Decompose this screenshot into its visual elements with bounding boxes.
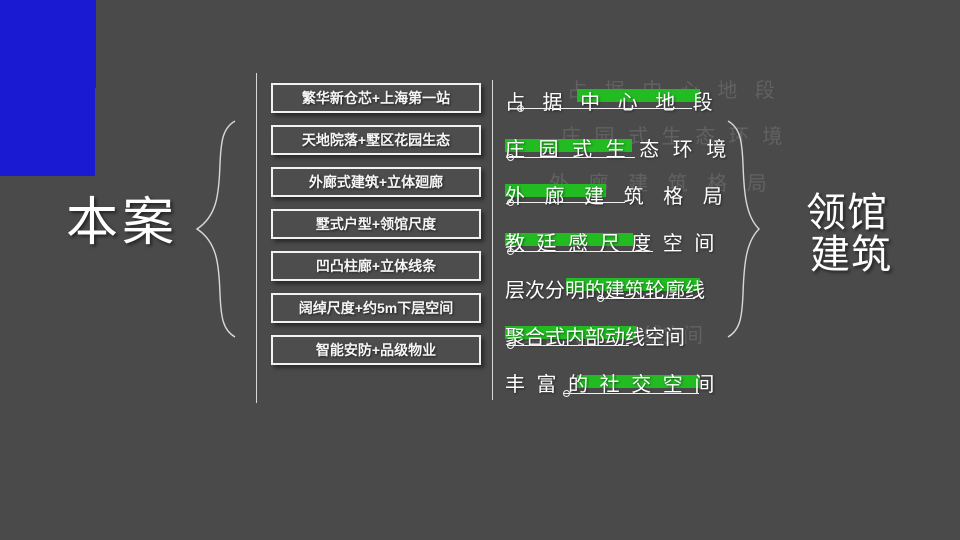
feature-box-label: 阔绰尺度+约5m下层空间 (298, 300, 454, 316)
highlight-marker-dot (507, 342, 514, 349)
highlight-underline (517, 108, 692, 109)
highlight-bar (577, 375, 700, 388)
feature-box[interactable]: 阔绰尺度+约5m下层空间 (271, 293, 481, 323)
feature-box[interactable]: 智能安防+品级物业 (271, 335, 481, 365)
feature-box[interactable]: 外廊式建筑+立体廻廊 (271, 167, 481, 197)
feature-box[interactable]: 天地院落+墅区花园生态 (271, 125, 481, 155)
right-brace-icon (726, 118, 762, 340)
feature-box[interactable]: 凹凸柱廊+立体线条 (271, 251, 481, 281)
highlight-underline (563, 393, 699, 394)
highlight-label: 外 廊 建 筑 格 局 (505, 186, 730, 208)
highlight-row: 外 廊 建 筑 格 局外 廊 建 筑 格 局 (505, 172, 767, 219)
feature-box[interactable]: 繁华新仓芯+上海第一站 (271, 83, 481, 113)
highlight-label: 丰 富 的 社 交 空 间 (505, 374, 718, 396)
highlight-underline (597, 298, 695, 299)
highlight-marker-dot (507, 248, 514, 255)
highlight-row: 庄 园 式 生 态 环 境庄 园 式 生 态 环 境 (505, 125, 782, 172)
highlight-marker-dot (517, 105, 524, 112)
highlight-row: 层次分明的建筑轮廓线 (505, 266, 720, 313)
highlight-marker-dot (563, 390, 570, 397)
highlight-marker-dot (507, 199, 514, 206)
feature-box-label: 外廊式建筑+立体廻廊 (308, 174, 444, 190)
highlight-line-list: 占 据 中 心 地 段占 据 中 心 地 段庄 园 式 生 态 环 境庄 园 式… (505, 78, 782, 407)
highlight-label: 教 廷 感 尺 度 空 间 (505, 233, 718, 255)
highlight-marker-dot (597, 295, 604, 302)
right-keyword-line-2: 建筑 (810, 233, 892, 277)
feature-box-label: 天地院落+墅区花园生态 (301, 132, 451, 148)
right-keyword-label: 领馆 建筑 (806, 192, 892, 276)
highlight-marker-dot (507, 154, 514, 161)
highlight-label: 层次分明的建筑轮廓线 (505, 280, 705, 302)
highlight-label: 聚合式内部动线空间 (505, 327, 685, 349)
highlight-row: 聚合式内部动线空间聚合式内部动线空间 (505, 313, 720, 360)
highlight-bar (505, 326, 636, 339)
highlight-underline (507, 157, 635, 158)
feature-box-label: 凹凸柱廊+立体线条 (315, 258, 437, 274)
highlight-bar (505, 184, 606, 197)
highlight-bar (577, 89, 700, 102)
left-divider-rule (256, 73, 257, 403)
left-brace-icon (193, 118, 239, 340)
highlight-bar (566, 278, 700, 291)
feature-box[interactable]: 墅式户型+领馆尺度 (271, 209, 481, 239)
feature-box-label: 繁华新仓芯+上海第一站 (301, 90, 451, 106)
feature-box-list: 繁华新仓芯+上海第一站天地院落+墅区花园生态外廊式建筑+立体廻廊墅式户型+领馆尺… (271, 83, 481, 377)
right-divider-rule (492, 80, 493, 400)
highlight-label: 占 据 中 心 地 段 (505, 92, 719, 114)
feature-box-label: 智能安防+品级物业 (315, 342, 437, 358)
highlight-row: 丰 富 的 社 交 空 间 (505, 360, 720, 407)
highlight-underline (507, 251, 653, 252)
highlight-bar (505, 139, 632, 152)
right-keyword-block (0, 88, 95, 176)
highlight-label: 庄 园 式 生 态 环 境 (505, 139, 731, 161)
highlight-underline (507, 202, 625, 203)
feature-box-label: 墅式户型+领馆尺度 (315, 216, 437, 232)
highlight-bar (505, 233, 633, 246)
left-keyword-label: 本案 (66, 194, 179, 252)
right-keyword-line-1: 领馆 (806, 191, 888, 235)
highlight-row: 占 据 中 心 地 段占 据 中 心 地 段 (505, 78, 775, 125)
highlight-row: 教 廷 感 尺 度 空 间 (505, 219, 720, 266)
highlight-underline (507, 345, 629, 346)
left-keyword-block (0, 0, 96, 88)
